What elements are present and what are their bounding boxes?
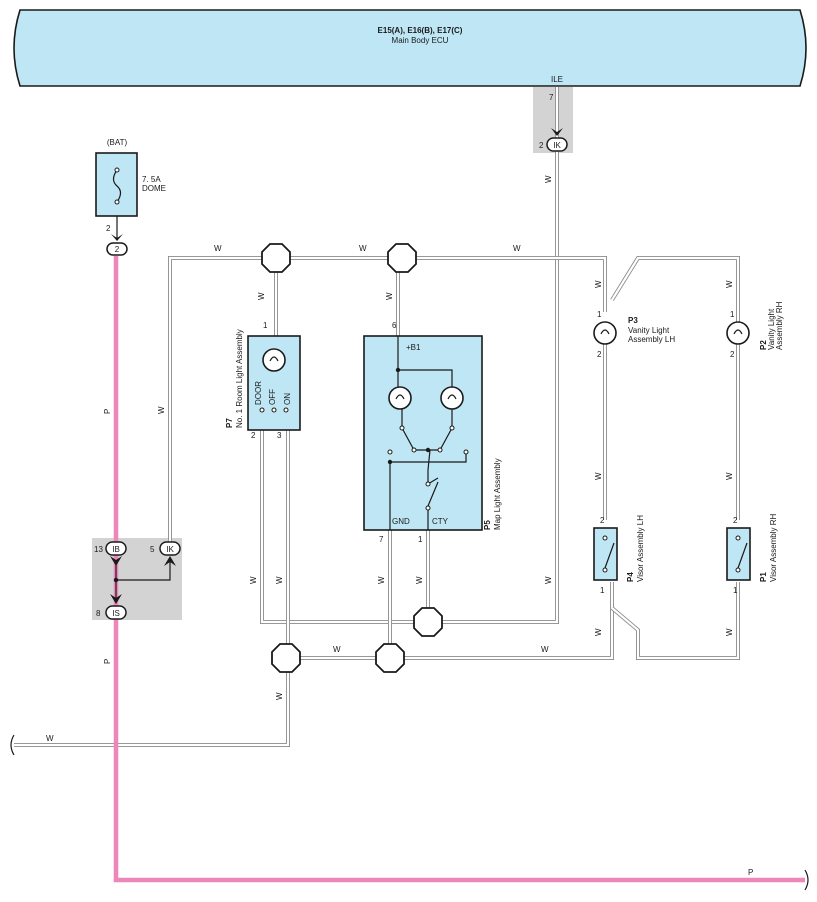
- vanity-lh-code: P3: [628, 316, 638, 325]
- map-pin-top: 6: [392, 321, 397, 330]
- wire-break-left: [10, 734, 15, 756]
- vanity-rh-name-2: Assembly RH: [775, 301, 784, 350]
- vanity-rh-name-1: Vanity Light: [767, 308, 776, 350]
- vanity-lh-name-1: Vanity Light: [628, 326, 670, 335]
- wire-color-labels: W W W W W W W W W W W W W W W W W W W W …: [46, 175, 753, 877]
- room-switch-on: ON: [283, 393, 292, 405]
- ik-top-pin: 2: [539, 141, 544, 150]
- visor-lh-name: Visor Assembly LH: [636, 515, 645, 582]
- fuse-rating: 7. 5A: [142, 175, 161, 184]
- splice-cty: [413, 607, 443, 637]
- room-pin-right: 3: [277, 431, 282, 440]
- junction-connectors: IB 13 IK 5 IS 8: [94, 541, 181, 620]
- splice-points: [261, 243, 443, 673]
- splice-bottom-left: [271, 643, 301, 673]
- room-light-name: No. 1 Room Light Assembly: [235, 329, 244, 428]
- map-b1-label: +B1: [406, 343, 421, 352]
- wire-label-w2: W: [359, 244, 367, 253]
- map-cty-label: CTY: [432, 517, 449, 526]
- splice-top-left: [261, 243, 291, 273]
- wire-label-w19: W: [333, 645, 341, 654]
- wire-label-w17: W: [594, 628, 603, 636]
- wire-break-right: [804, 869, 809, 891]
- vanity-light-lh: 1 2 P3 Vanity Light Assembly LH: [593, 310, 675, 359]
- visor-rh-pin-bottom: 1: [733, 586, 738, 595]
- visor-lh-pin-top: 2: [600, 516, 605, 525]
- wire-label-w11: W: [725, 472, 734, 480]
- ik-connector-top: IK 2: [539, 128, 568, 152]
- wire-label-w6: W: [385, 292, 394, 300]
- vanity-lh-pin-top: 1: [597, 310, 602, 319]
- map-pin-gnd: 7: [379, 535, 384, 544]
- ib-pin: 13: [94, 545, 103, 554]
- wire-label-w16: W: [544, 576, 553, 584]
- wire-label-w13: W: [275, 576, 284, 584]
- wire-label-w14: W: [377, 576, 386, 584]
- fuse-connector-label: 2: [115, 245, 120, 254]
- ecu-title: E15(A), E16(B), E17(C): [378, 26, 463, 35]
- wire-label-w8: W: [725, 280, 734, 288]
- vanity-rh-pin-top: 1: [730, 310, 735, 319]
- vanity-rh-pin-bottom: 2: [730, 350, 735, 359]
- main-body-ecu: E15(A), E16(B), E17(C) Main Body ECU ILE: [13, 9, 807, 87]
- wire-label-w4: W: [544, 175, 553, 183]
- wire-label-w5: W: [257, 292, 266, 300]
- fuse-pin: 2: [106, 224, 111, 233]
- wire-label-w20: W: [541, 645, 549, 654]
- wire-label-p2: P: [103, 659, 112, 664]
- visor-rh-name: Visor Assembly RH: [769, 513, 778, 582]
- ik-pin: 5: [150, 545, 155, 554]
- is-pin: 8: [96, 609, 101, 618]
- wire-label-p3: P: [748, 868, 753, 877]
- wire-label-w10: W: [594, 472, 603, 480]
- splice-bottom-mid: [375, 643, 405, 673]
- wire-label-w9: W: [157, 406, 166, 414]
- wire-label-w15: W: [415, 576, 424, 584]
- visor-assembly-rh: 2 1 P1 Visor Assembly RH: [726, 513, 778, 595]
- wire-label-w1: W: [214, 244, 222, 253]
- dome-fuse: (BAT) 7. 5A DOME 2 2: [95, 138, 166, 256]
- ile-pin: 7: [549, 93, 554, 102]
- map-light-assembly: +B1 GND CTY 6 7 1 P5 Map Light Assembly: [363, 321, 502, 544]
- fuse-source-label: (BAT): [107, 138, 128, 147]
- vanity-rh-code: P2: [759, 340, 768, 350]
- room-light-assembly: DOOR OFF ON 1 2 3 P7 No. 1 Room Light As…: [225, 321, 301, 440]
- ik-top-label: IK: [553, 141, 561, 150]
- ecu-terminal-label: ILE: [551, 75, 563, 84]
- wire-label-w3: W: [513, 244, 521, 253]
- visor-lh-code: P4: [626, 572, 635, 582]
- vanity-lh-pin-bottom: 2: [597, 350, 602, 359]
- ik-label: IK: [166, 545, 174, 554]
- visor-lh-pin-bottom: 1: [600, 586, 605, 595]
- room-pin-left: 2: [251, 431, 256, 440]
- ecu-subtitle: Main Body ECU: [392, 36, 449, 45]
- pink-wire: [113, 256, 805, 883]
- vanity-lh-name-2: Assembly LH: [628, 335, 675, 344]
- visor-rh-pin-top: 2: [733, 516, 738, 525]
- room-light-code: P7: [225, 418, 234, 428]
- splice-top-mid: [387, 243, 417, 273]
- map-pin-cty: 1: [418, 535, 423, 544]
- ib-label: IB: [112, 545, 120, 554]
- wire-label-w12: W: [249, 576, 258, 584]
- visor-assembly-lh: 2 1 P4 Visor Assembly LH: [593, 515, 645, 595]
- wire-label-w22: W: [46, 734, 54, 743]
- map-gnd-label: GND: [392, 517, 410, 526]
- is-label: IS: [112, 609, 120, 618]
- map-light-code: P5: [483, 520, 492, 530]
- room-pin-top: 1: [263, 321, 268, 330]
- room-switch-off: OFF: [268, 389, 277, 405]
- fuse-name: DOME: [142, 184, 166, 193]
- wire-label-w18: W: [725, 628, 734, 636]
- map-light-name: Map Light Assembly: [493, 458, 502, 530]
- wire-label-w7: W: [594, 280, 603, 288]
- room-switch-door: DOOR: [254, 381, 263, 405]
- wire-label-p1: P: [103, 409, 112, 414]
- vanity-light-rh: 1 2 P2 Vanity Light Assembly RH: [726, 301, 784, 359]
- visor-rh-code: P1: [759, 572, 768, 582]
- wire-label-w21: W: [275, 692, 284, 700]
